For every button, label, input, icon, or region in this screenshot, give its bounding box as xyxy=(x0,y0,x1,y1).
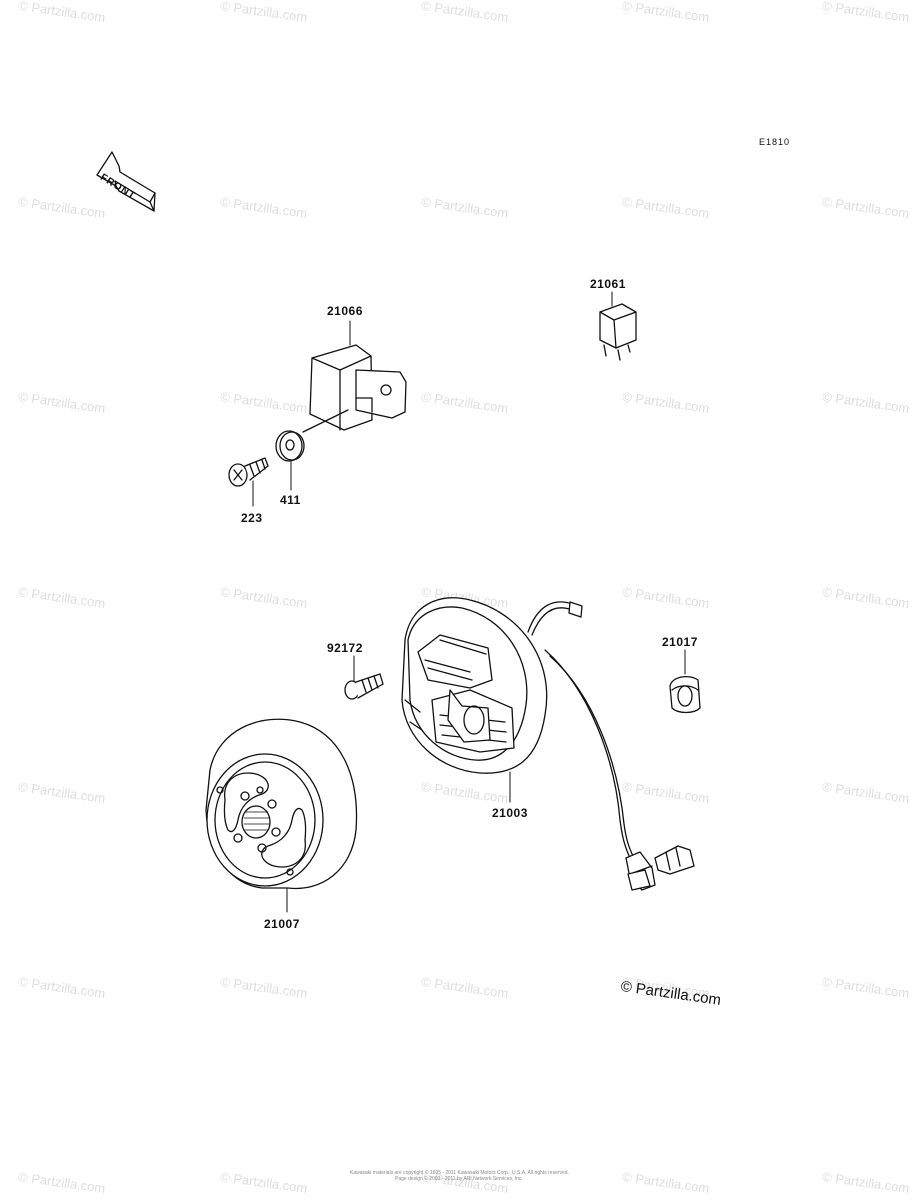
washer-411 xyxy=(275,430,305,462)
part-label-92172: 92172 xyxy=(327,641,363,655)
flywheel-21007 xyxy=(205,718,358,890)
grommet-21017 xyxy=(669,675,701,714)
copyright-footer-line-1: Kawasaki materials are copyright © 1995 … xyxy=(350,1170,569,1176)
part-label-411: 411 xyxy=(280,493,301,507)
part-label-21003: 21003 xyxy=(492,806,528,820)
leader-lines xyxy=(252,291,686,913)
copyright-footer-line-2: Page design © 2003 - 2011 by ARI Network… xyxy=(395,1176,523,1182)
part-label-21017: 21017 xyxy=(662,635,698,649)
relay-21061 xyxy=(599,303,637,361)
screw-223 xyxy=(228,457,269,487)
part-label-21066: 21066 xyxy=(327,304,363,318)
part-label-21007: 21007 xyxy=(264,917,300,931)
screw-92172 xyxy=(344,673,384,700)
front-arrow-icon xyxy=(96,151,156,212)
part-label-223: 223 xyxy=(241,511,263,525)
diagram-code: E1810 xyxy=(759,137,791,147)
part-label-21061: 21061 xyxy=(590,277,626,291)
cdi-unit-21066 xyxy=(302,344,407,433)
stator-21003 xyxy=(401,597,695,891)
